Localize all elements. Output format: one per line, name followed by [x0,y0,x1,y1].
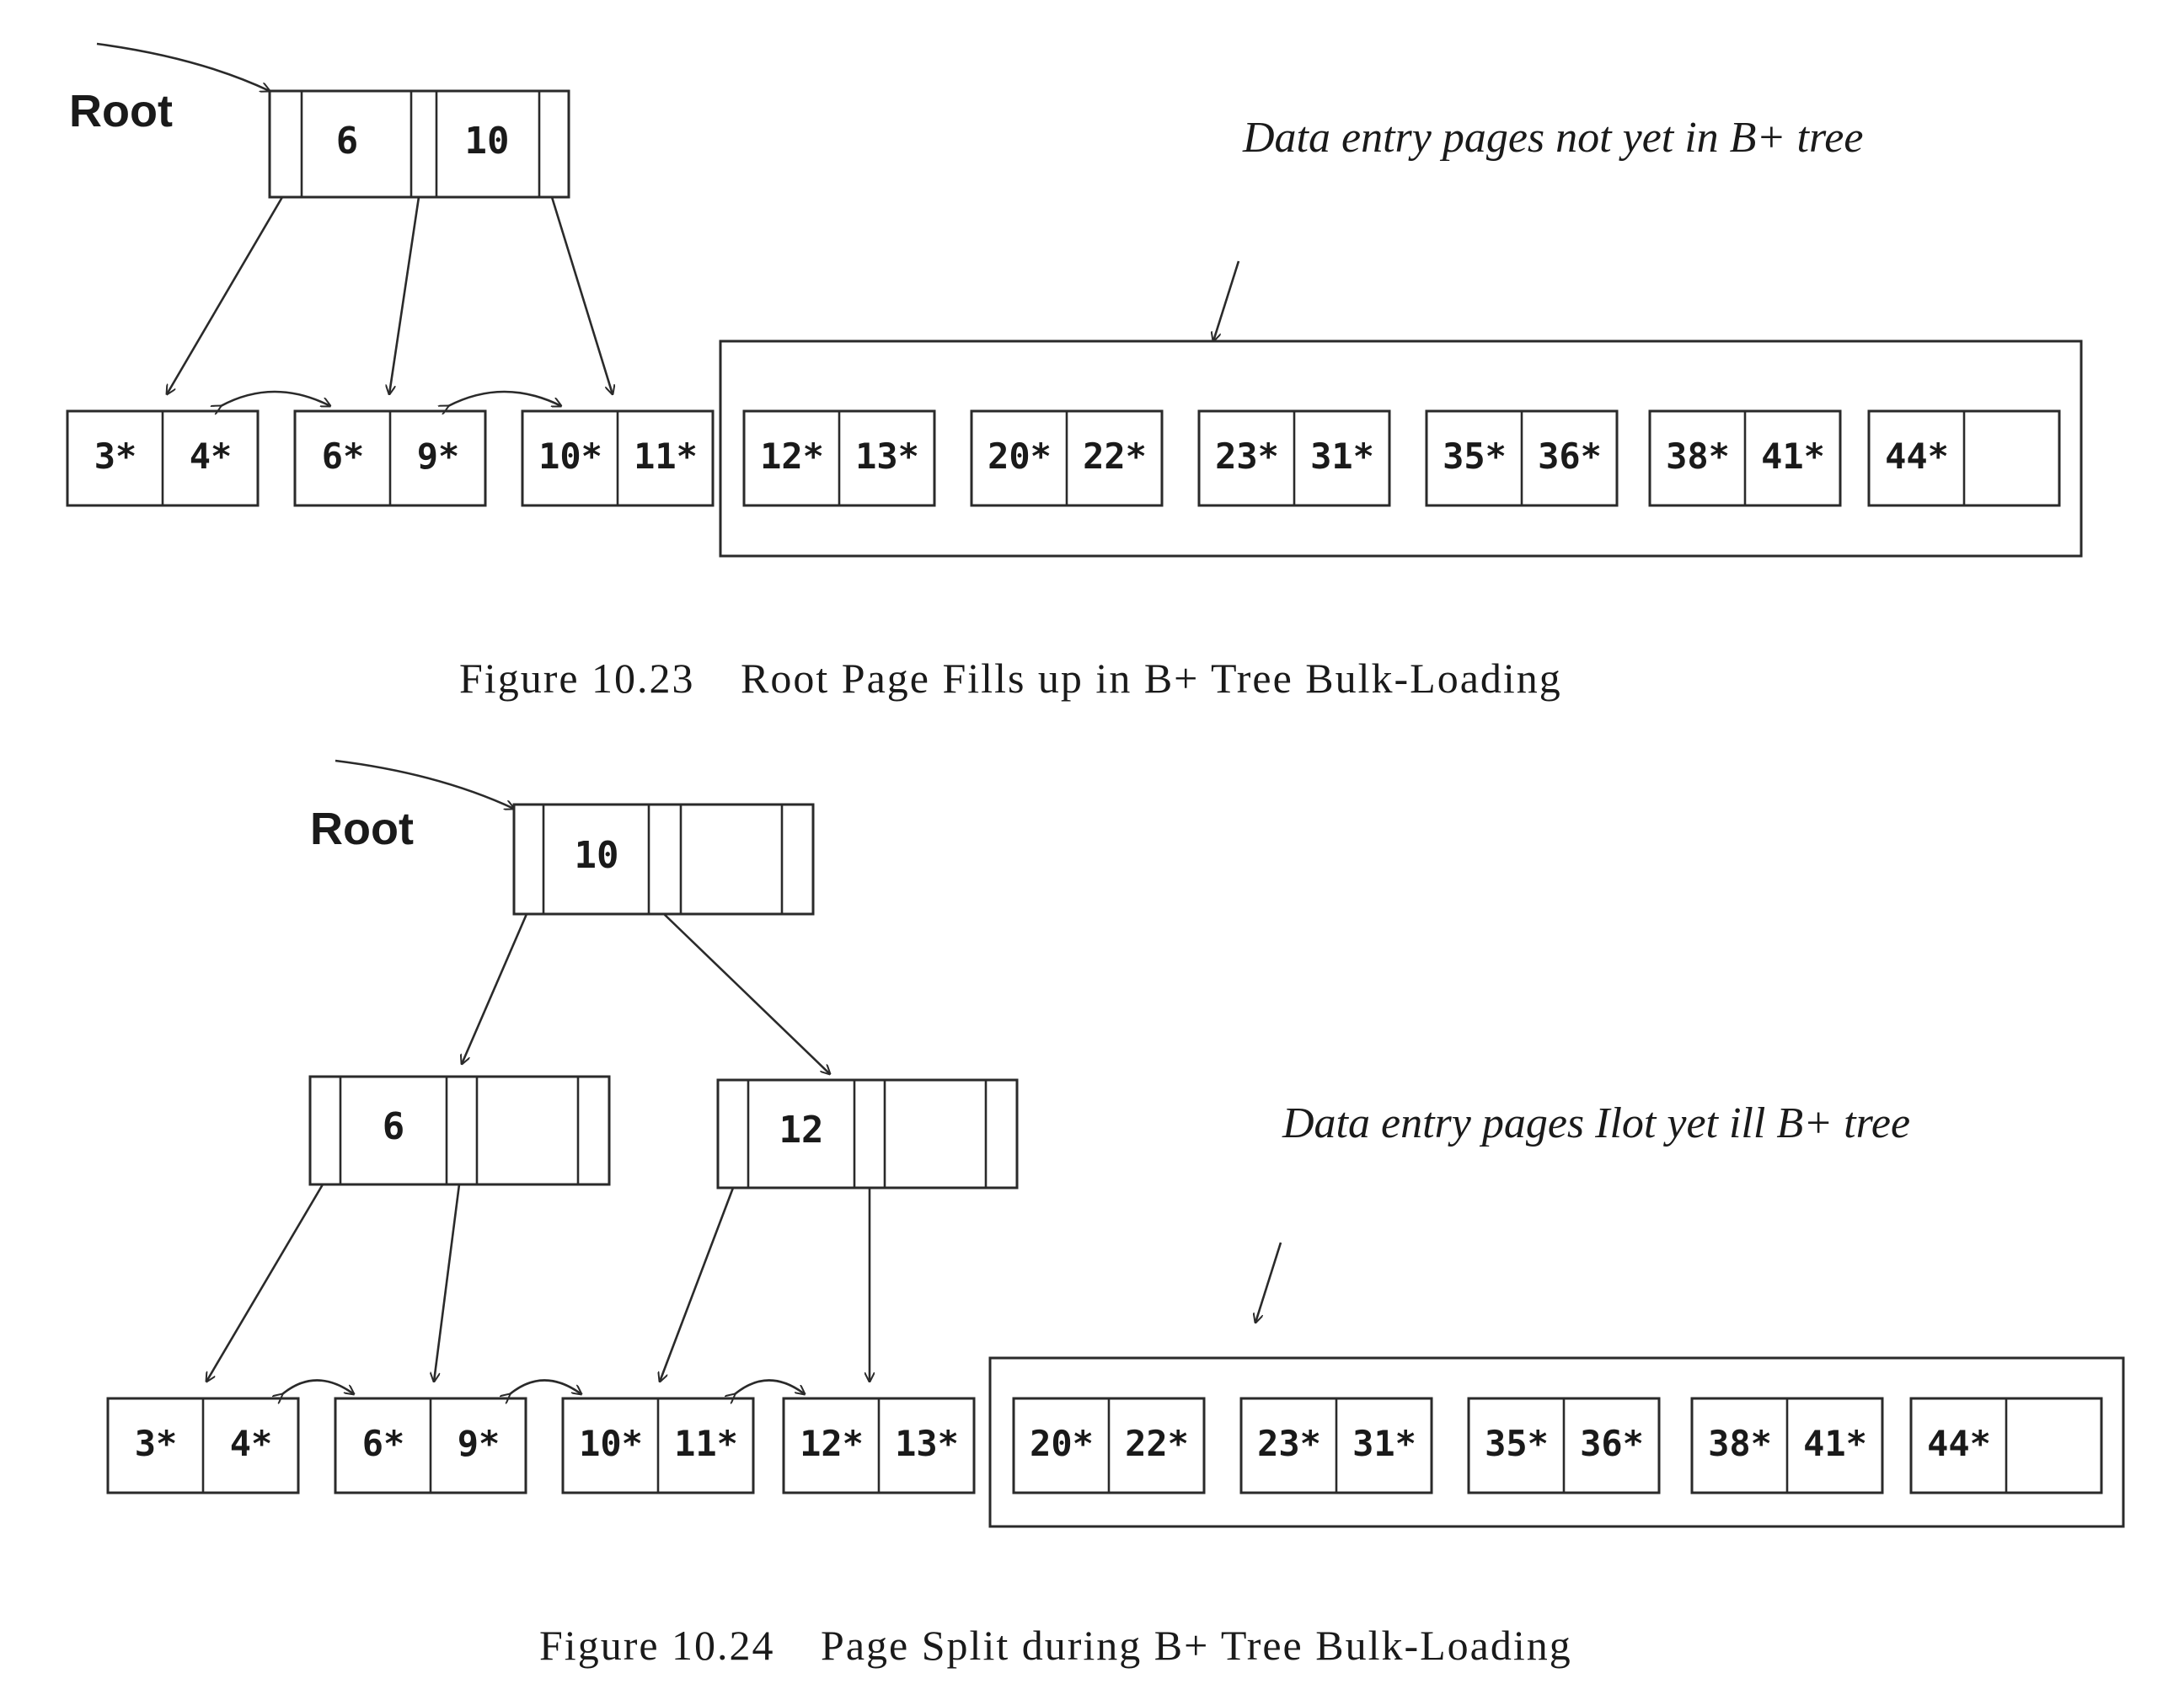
internal-key: 12 [779,1109,824,1152]
data-entry-pages-region [719,339,2083,558]
leaf-entry: 9* [417,436,460,477]
pointer-arrow [663,913,830,1074]
figure-10-24: Root 10 6 [106,759,2125,1669]
leaf-entry: 3* [94,436,137,477]
internal-node: 6 [308,1075,611,1186]
pointer-arrow [206,1184,324,1382]
leaf-entry: 4* [230,1423,273,1464]
pages-note: Data entry pages Ilot yet ill B+ tree [1282,1099,1910,1147]
leaf-entry: 9* [458,1423,500,1464]
pointer-arrow [550,196,613,394]
pointer-arrow [660,1187,735,1382]
leaf-page: 38* 41* [1690,1397,1884,1494]
data-entry-pages-region [988,1356,2125,1528]
leaf-entry: 12* [800,1423,864,1464]
leaf-entry: 38* [1708,1423,1772,1464]
root-key-1: 6 [336,120,359,163]
leaf-page: 3* 4* [66,409,260,507]
leaf-entry: 4* [190,436,233,477]
root-label: Root [69,86,173,136]
leaf-page: 23* 31* [1239,1397,1433,1494]
leaf-page: 3* 4* [106,1397,300,1494]
leaf-entry: 22* [1125,1423,1189,1464]
leaf-entry: 13* [895,1423,959,1464]
leaf-page: 35* 36* [1425,409,1619,507]
leaf-entry: 20* [988,436,1052,477]
leaf-entry: 36* [1580,1423,1644,1464]
sibling-link [282,1379,354,1395]
leaf-page: 10* 11* [521,409,715,507]
root-node: 10 [512,803,815,916]
leaf-page: 38* 41* [1648,409,1842,507]
figure-10-23: Root 6 10 Data entry pages not yet in B+… [66,42,2083,702]
leaf-entry: 38* [1666,436,1730,477]
leaf-entry: 23* [1215,436,1279,477]
leaf-entry: 11* [674,1423,738,1464]
root-key-2: 10 [465,120,510,163]
leaf-entry: 3* [135,1423,178,1464]
leaf-page: 20* 22* [970,409,1164,507]
leaf-page: 44* [1909,1397,2103,1494]
leaf-page: 12* 13* [782,1397,976,1494]
pointer-arrow [389,196,420,394]
leaf-entry: 36* [1538,436,1602,477]
root-pointer-arrow [335,759,514,809]
leaf-entry: 20* [1030,1423,1094,1464]
figure-caption: Figure 10.23 Root Page Fills up in B+ Tr… [459,655,1562,702]
sibling-link [448,390,561,406]
leaf-entry: 10* [538,436,602,477]
leaf-page: 20* 22* [1012,1397,1206,1494]
root-pointer-arrow [96,42,270,91]
leaf-entry: 44* [1885,436,1949,477]
leaf-page: 23* 31* [1197,409,1391,507]
pointer-arrow [462,913,528,1064]
leaf-entry: 35* [1485,1423,1549,1464]
sibling-link [735,1379,805,1395]
caption-title: Root Page Fills up in B+ Tree Bulk-Loadi… [741,655,1562,702]
leaf-entry: 44* [1927,1423,1991,1464]
leaf-entry: 10* [579,1423,643,1464]
leaf-page: 6* 9* [293,409,487,507]
leaf-entry: 35* [1443,436,1507,477]
caption-title: Page Split during B+ Tree Bulk-Loading [821,1622,1572,1669]
leaf-page: 6* 9* [334,1397,527,1494]
leaf-entry: 22* [1083,436,1147,477]
leaf-entry: 6* [322,436,365,477]
leaf-entry: 31* [1352,1423,1416,1464]
leaf-page: 44* [1867,409,2061,507]
leaf-entry: 6* [362,1423,405,1464]
leaf-entry: 41* [1761,436,1825,477]
sibling-link [510,1379,581,1395]
figure-caption: Figure 10.24 Page Split during B+ Tree B… [539,1622,1572,1669]
leaf-entry: 23* [1257,1423,1321,1464]
caption-number: Figure 10.23 [459,655,695,702]
sibling-link [221,390,330,406]
leaf-entry: 41* [1803,1423,1867,1464]
leaf-page: 35* 36* [1467,1397,1661,1494]
pointer-arrow [434,1184,461,1382]
internal-node: 12 [716,1078,1019,1189]
leaf-page: 12* 13* [742,409,936,507]
pointer-arrow [167,196,284,394]
leaf-entry: 13* [855,436,919,477]
root-key-1: 10 [575,834,619,877]
note-pointer [1213,260,1240,341]
pages-note: Data entry pages not yet in B+ tree [1242,114,1863,162]
leaf-entry: 31* [1310,436,1374,477]
root-label: Root [310,804,414,854]
note-pointer [1255,1242,1282,1323]
internal-key: 6 [383,1105,405,1148]
leaf-page: 10* 11* [561,1397,755,1494]
caption-number: Figure 10.24 [539,1622,775,1669]
leaf-entry: 12* [760,436,824,477]
root-node: 6 10 [268,89,570,199]
leaf-entry: 11* [634,436,698,477]
